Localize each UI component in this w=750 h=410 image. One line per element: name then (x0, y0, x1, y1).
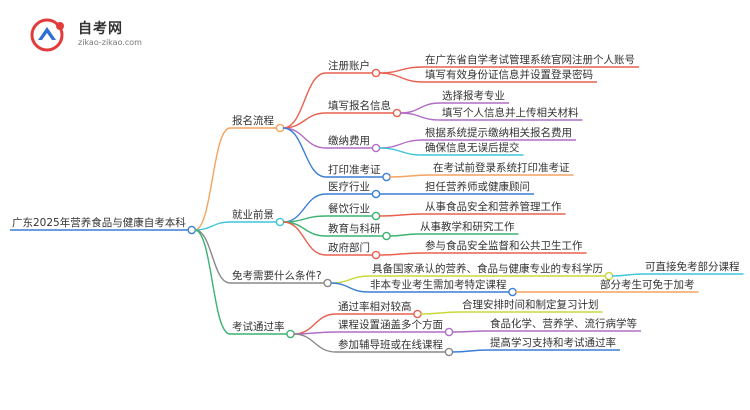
subnode-link-0-1 (282, 112, 327, 129)
subnode-link-3-0 (293, 313, 337, 335)
leaf-link-1-2-0 (389, 233, 419, 237)
branch-node-2: 免考需要什么条件? (232, 269, 322, 282)
subnode-link-2-0 (330, 275, 371, 284)
leaf-0-3-0: 在考试前登录系统打印准考证 (433, 161, 570, 174)
subnode-link-1-0 (282, 193, 327, 223)
subnode-dot-1-0 (371, 189, 381, 199)
subnode-link-1-1 (282, 215, 327, 223)
leaf-link-1-3-0 (378, 252, 424, 256)
leaf-1-1-0: 从事食品安全和营养管理工作 (425, 200, 562, 213)
logo-subtitle: zikao-zikao.com (78, 38, 142, 47)
leaf-link-0-2-1 (378, 147, 424, 156)
leaf-3-1-0: 食品化学、营养学、流行病学等 (490, 317, 637, 330)
subnode-0-0: 注册账户 (328, 59, 370, 72)
subnode-1-0: 医疗行业 (328, 180, 370, 193)
leaf-link-0-0-0 (378, 66, 424, 74)
subnode-3-2: 参加辅导班或在线课程 (338, 338, 443, 351)
leaf-link-0-1-0 (399, 102, 441, 114)
subnode-dot-1-3 (371, 250, 381, 260)
leaf-0-2-1: 确保信息无误后提交 (425, 141, 520, 154)
logo-emblem-icon (30, 18, 64, 52)
subnode-1-1: 餐饮行业 (328, 202, 370, 215)
leaf-link-3-1-0 (451, 330, 489, 333)
leaf-0-0-1: 填写有效身份证信息并设置登录密码 (425, 68, 593, 81)
subnode-dot-1-2 (382, 231, 391, 241)
leaf-2-0-0: 可直接免考部分课程 (645, 260, 740, 273)
subnode-0-1: 填写报名信息 (328, 99, 391, 112)
subnode-0-2: 缴纳费用 (328, 134, 370, 147)
subnode-dot-2-1 (508, 287, 517, 297)
branch-link-2 (194, 229, 231, 284)
subnode-dot-3-2 (444, 347, 454, 357)
leaf-0-2-0: 根据系统提示缴纳相关报名费用 (425, 126, 572, 139)
subnode-dot-0-1 (392, 108, 402, 118)
leaf-0-1-0: 选择报考专业 (442, 89, 505, 102)
leaf-link-1-1-0 (378, 213, 424, 217)
branch-node-3: 考试通过率 (232, 320, 285, 333)
site-logo: 自考网 zikao-zikao.com (30, 18, 190, 54)
leaf-link-0-1-1 (399, 112, 441, 121)
subnode-0-3: 打印准考证 (328, 163, 381, 176)
branch-link-1 (194, 221, 231, 231)
subnode-1-2: 教育与科研 (328, 222, 381, 235)
subnode-dot-3-0 (413, 309, 422, 319)
subnode-dot-1-1 (371, 211, 381, 221)
branch-node-0: 报名流程 (232, 114, 274, 127)
subnode-dot-0-3 (382, 172, 391, 182)
leaf-3-2-0: 提高学习支持和考试通过率 (490, 336, 616, 349)
root-node-dot (187, 225, 197, 235)
branch-link-0 (194, 127, 231, 231)
branch-node-1: 就业前景 (232, 208, 274, 221)
subnode-3-0: 通过率相对较高 (338, 300, 412, 313)
leaf-link-2-0-0 (611, 273, 644, 277)
subnode-1-3: 政府部门 (328, 241, 370, 254)
subnode-dot-0-0 (371, 68, 381, 78)
root-node: 广东2025年营养食品与健康自考本科 (12, 216, 186, 229)
subnode-link-2-1 (330, 282, 369, 293)
subnode-link-1-3 (282, 221, 327, 256)
leaf-0-1-1: 填写个人信息并上传相关材料 (442, 106, 579, 119)
branch-link-3 (194, 229, 231, 335)
leaf-3-0-0: 合理安排时间和制定复习计划 (462, 298, 599, 311)
leaf-link-3-2-0 (451, 349, 489, 353)
logo-title: 自考网 (78, 21, 123, 37)
subnode-link-1-2 (282, 221, 327, 237)
subnode-3-1: 课程设置涵盖多个方面 (338, 318, 443, 331)
subnode-link-0-3 (282, 127, 327, 178)
subnode-dot-3-1 (444, 327, 454, 337)
leaf-2-1-0: 部分考生可免于加考 (600, 278, 695, 291)
leaf-link-0-2-0 (378, 139, 424, 149)
leaf-link-3-0-0 (420, 311, 461, 315)
subnode-link-3-2 (293, 333, 337, 353)
leaf-0-0-0: 在广东省自学考试管理系统官网注册个人账号 (425, 53, 635, 66)
branch-node-dot-3 (286, 329, 295, 339)
branch-node-dot-1 (275, 217, 285, 227)
branch-node-dot-0 (275, 123, 285, 133)
leaf-link-0-3-0 (389, 174, 432, 178)
subnode-link-0-0 (282, 72, 327, 129)
subnode-dot-0-2 (371, 143, 381, 153)
leaf-1-3-0: 参与食品安全监督和公共卫生工作 (425, 239, 583, 252)
leaf-1-2-0: 从事教学和研究工作 (420, 220, 515, 233)
leaf-link-0-0-1 (378, 72, 424, 83)
subnode-2-1: 非本专业考生需加考特定课程 (370, 278, 507, 291)
branch-node-dot-2 (323, 278, 332, 288)
subnode-2-0: 具备国家承认的营养、食品与健康专业的专科学历 (372, 262, 603, 275)
leaf-1-0-0: 担任营养师或健康顾问 (425, 180, 530, 193)
subnode-link-0-2 (282, 127, 327, 149)
